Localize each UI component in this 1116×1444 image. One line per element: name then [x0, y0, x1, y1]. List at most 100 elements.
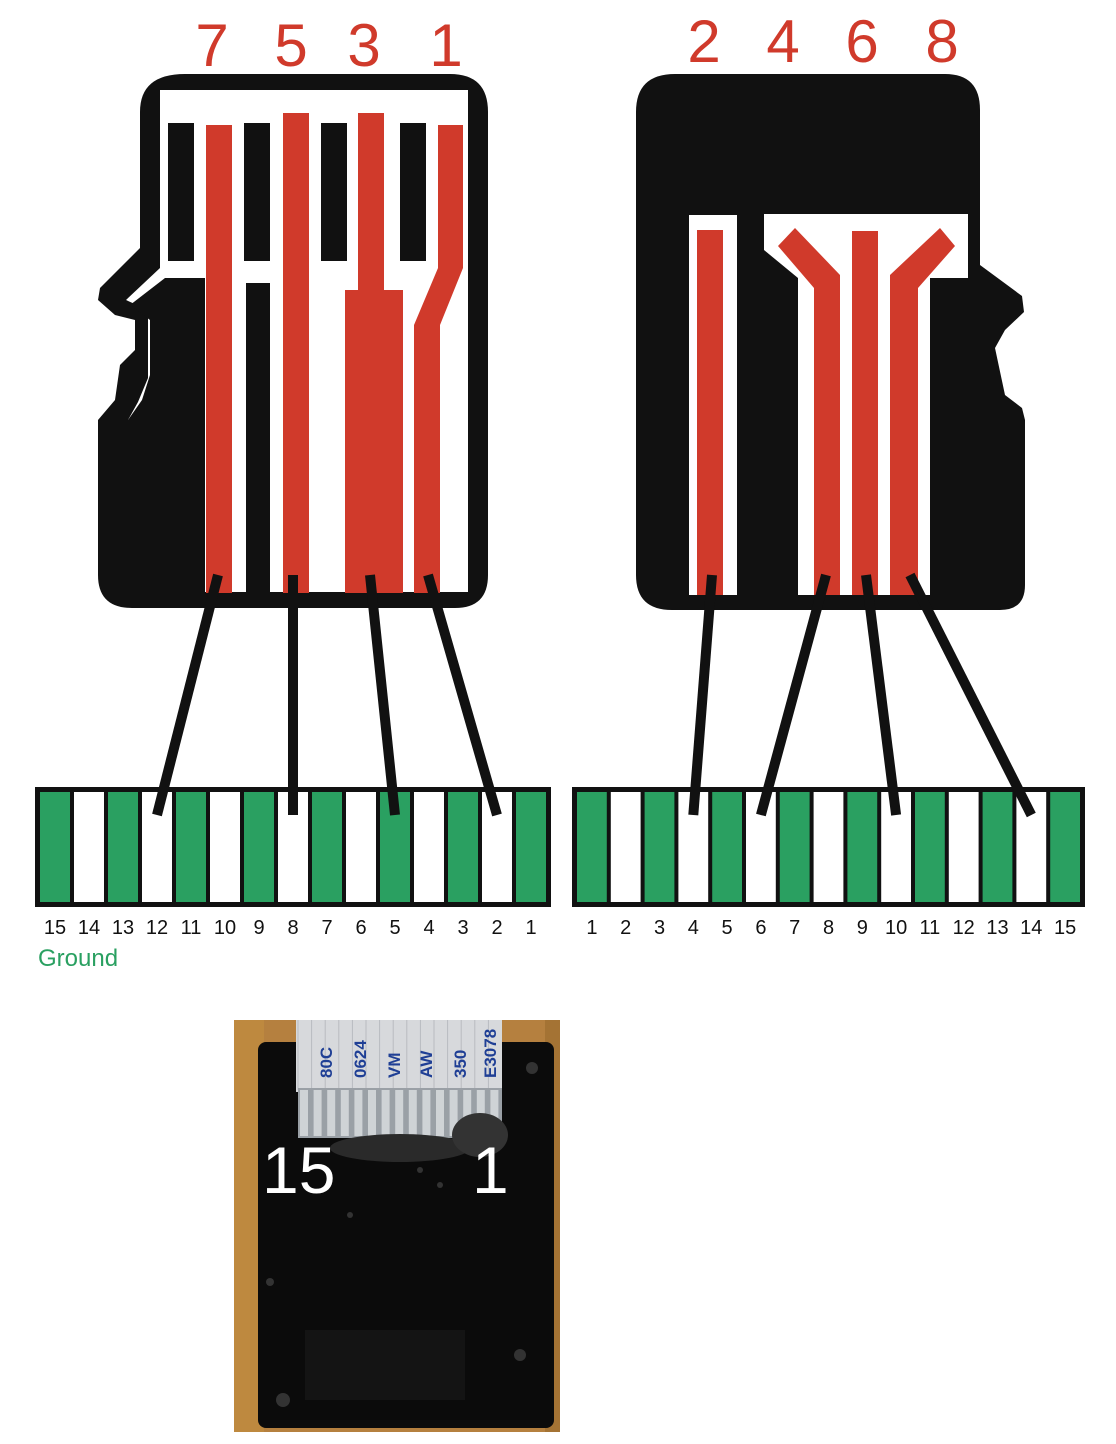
right-pin-label: 6	[755, 917, 766, 939]
ground-pad	[108, 792, 138, 902]
signal-pad	[74, 792, 104, 902]
photo-ribbon-cable	[296, 1020, 502, 1092]
ground-pad	[847, 792, 878, 902]
right-fpc-connector	[572, 787, 1085, 907]
left-pin-label: 13	[112, 917, 134, 939]
left-microsd-card	[98, 74, 488, 608]
ribbon-print: VM	[385, 1053, 404, 1079]
right-pin-label: 3	[654, 917, 665, 939]
ribbon-print: 80C	[317, 1047, 336, 1078]
right-red-contact-2	[697, 230, 723, 595]
ground-pad	[982, 792, 1013, 902]
metal-contact-finger	[422, 1090, 431, 1136]
metal-contact-finger	[449, 1090, 458, 1136]
metal-contact-finger	[395, 1090, 404, 1136]
ribbon-print: E3078	[481, 1029, 500, 1078]
photo-via	[526, 1062, 538, 1074]
ribbon-print: 0624	[351, 1040, 370, 1078]
metal-contact-finger	[381, 1090, 390, 1136]
right-pin-label: 15	[1054, 917, 1076, 939]
signal-pad	[414, 792, 444, 902]
photo-via	[347, 1212, 353, 1218]
metal-contact-finger	[476, 1090, 485, 1136]
right-microsd-card	[636, 74, 1025, 610]
left-pin-label: 15	[44, 917, 66, 939]
right-pin-label: 13	[986, 917, 1008, 939]
photo-metal-stripes	[300, 1090, 499, 1136]
left-pin-label: 8	[287, 917, 298, 939]
left-pin-label: 11	[181, 917, 202, 939]
ribbon-print: AW	[417, 1050, 436, 1078]
left-black-strip	[246, 283, 270, 593]
signal-pad	[948, 792, 979, 902]
left-red-contact-7	[206, 125, 232, 593]
left-black-pad	[400, 123, 426, 261]
left-pin-label: 6	[355, 917, 366, 939]
photo-via	[276, 1393, 290, 1407]
left-pin-label: 7	[321, 917, 332, 939]
metal-contact-finger	[368, 1090, 376, 1136]
right-pin-label: 4	[688, 917, 699, 939]
left-pin-label: 1	[525, 917, 536, 939]
right-pin-label: 8	[823, 917, 834, 939]
left-wires	[152, 573, 502, 817]
left-wire	[152, 573, 223, 817]
right-pin-label: 7	[789, 917, 800, 939]
right-red-contact-6	[852, 231, 878, 595]
left-contact-number: 1	[429, 12, 462, 79]
left-red-contact-3	[345, 113, 403, 593]
photo-solder	[452, 1113, 508, 1157]
ground-pad	[448, 792, 478, 902]
right-pin-label: 9	[857, 917, 868, 939]
metal-contact-finger	[354, 1090, 363, 1136]
ground-label: Ground	[38, 945, 118, 972]
signal-pad	[813, 792, 844, 902]
right-red-contact-4	[778, 228, 840, 595]
photo-pcb-trace	[305, 1330, 465, 1400]
photo-via	[417, 1167, 423, 1173]
left-contact-number: 7	[195, 12, 228, 79]
left-pin-label: 3	[457, 917, 468, 939]
ground-pad	[244, 792, 274, 902]
right-wire	[861, 574, 902, 816]
left-red-contact-1	[414, 125, 463, 593]
left-pin-label: 2	[491, 917, 502, 939]
ground-pad	[915, 792, 945, 902]
left-card-body-fill	[128, 278, 205, 592]
left-pin-label: 12	[146, 917, 168, 939]
right-pin-label: 1	[586, 917, 597, 939]
right-pin-label: 12	[953, 917, 975, 939]
metal-contact-finger	[313, 1090, 322, 1136]
right-red-contact-8	[890, 228, 955, 595]
right-wire	[905, 572, 1036, 818]
photo-ribbon-texts: 80C 0624 VM AW 350 E3078	[317, 1029, 500, 1078]
right-contact-number: 2	[687, 8, 720, 75]
left-contact-number: 5	[274, 12, 307, 79]
ribbon-print: 350	[451, 1050, 470, 1078]
left-fpc-connector	[35, 787, 551, 907]
left-pin-label: 5	[389, 917, 400, 939]
ground-pad	[1050, 792, 1080, 902]
right-pin-label: 10	[885, 917, 907, 939]
left-pin-label: 10	[214, 917, 236, 939]
metal-contact-finger	[463, 1090, 472, 1136]
ground-pad	[644, 792, 675, 902]
right-contact-number: 6	[845, 8, 878, 75]
ground-pad	[577, 792, 607, 902]
left-black-pad	[244, 123, 270, 261]
right-wire	[756, 573, 831, 817]
ground-pad	[712, 792, 742, 902]
right-pin-label: 14	[1020, 917, 1042, 939]
metal-contact-finger	[327, 1090, 336, 1136]
left-pin-label: 14	[78, 917, 100, 939]
left-pin-label: 9	[253, 917, 264, 939]
ground-pad	[176, 792, 206, 902]
photo-label-pin-15: 15	[262, 1133, 335, 1207]
left-wire	[423, 573, 502, 817]
signal-pad	[210, 792, 240, 902]
